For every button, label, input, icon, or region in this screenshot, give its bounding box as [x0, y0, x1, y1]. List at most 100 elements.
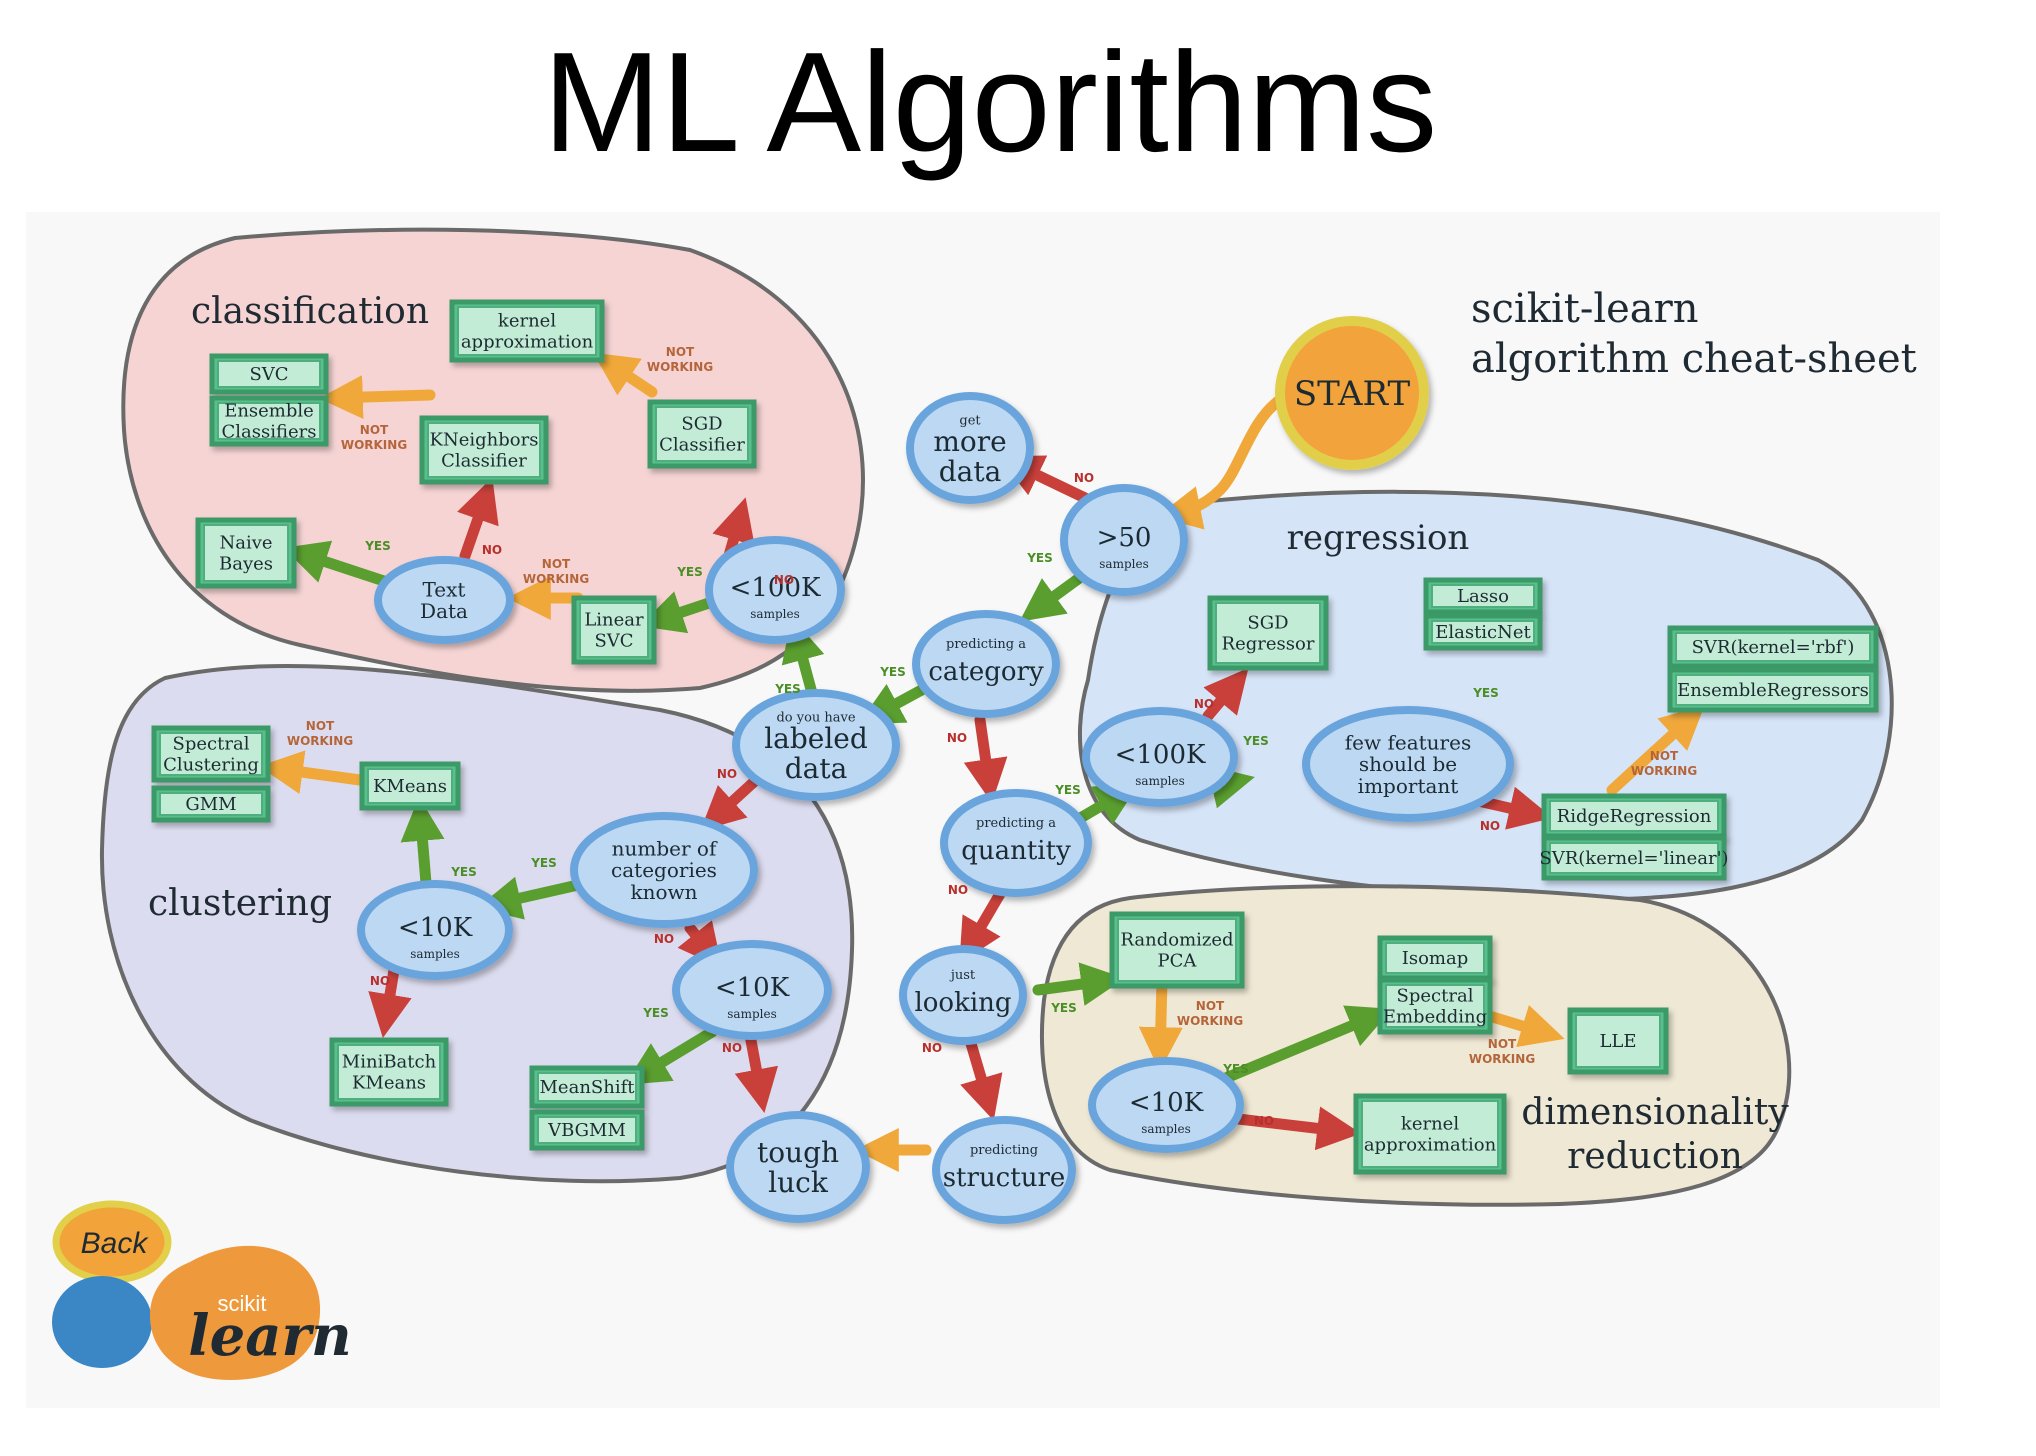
decision-sub-text: samples	[1135, 774, 1184, 788]
decision-sub-text: samples	[1141, 1122, 1190, 1136]
decision-ellipse	[672, 940, 832, 1040]
estimator-lasso[interactable]: Lasso	[1423, 577, 1543, 615]
back-button[interactable]: Back	[52, 1200, 172, 1284]
logo-learn-text: learn	[188, 1303, 351, 1369]
estimator-gmm[interactable]: GMM	[151, 785, 271, 823]
estimator-label: ElasticNet	[1435, 622, 1531, 643]
logo-scikit-text: scikit	[218, 1291, 267, 1316]
estimator-isomap[interactable]: Isomap	[1377, 935, 1493, 981]
estimator-meanshift[interactable]: MeanShift	[529, 1065, 645, 1109]
back-label: Back	[81, 1227, 150, 1260]
estimator-label: SVC	[594, 631, 633, 652]
arrow-yes-21	[400, 796, 445, 889]
estimator-label: Spectral	[1397, 986, 1474, 1007]
arrow-no-23	[368, 964, 412, 1039]
estimator-label: LLE	[1599, 1031, 1636, 1052]
estimator-ridge-regression[interactable]: RidgeRegression	[1541, 793, 1727, 839]
estimator-inner	[1675, 632, 1871, 662]
arrow-not-working-34	[1480, 1005, 1565, 1048]
decision-reg-100k[interactable]: <100K samples	[1082, 707, 1238, 807]
decision-main-text: <100K	[1115, 740, 1206, 770]
decision-main-text: looking	[914, 988, 1011, 1018]
estimator-ensemble-regressors[interactable]: EnsembleRegressors	[1667, 667, 1879, 713]
estimator-lle[interactable]: LLE	[1567, 1007, 1669, 1075]
estimator-inner	[1361, 1100, 1499, 1168]
decision-main-text: category	[928, 657, 1044, 687]
estimator-label: KMeans	[373, 776, 447, 797]
decision-ellipse	[374, 556, 514, 644]
estimator-inner	[1385, 942, 1485, 974]
decision-text-line: few features	[1345, 731, 1471, 755]
estimator-label: SVR(kernel='linear')	[1539, 848, 1728, 869]
estimator-svr-linear[interactable]: SVR(kernel='linear')	[1539, 835, 1729, 881]
regression-label: regression	[1287, 518, 1470, 558]
edge-label-not: NOT	[306, 719, 335, 733]
edge-label-yes-9: YES	[774, 682, 801, 696]
arrow-no-5	[963, 714, 1008, 804]
edge-label-working: WORKING	[287, 734, 353, 748]
estimator-label: Spectral	[173, 734, 250, 755]
edge-label-yes-27: YES	[1472, 686, 1499, 700]
estimator-label: kernel	[498, 311, 556, 332]
estimator-label: SVR(kernel='rbf')	[1692, 637, 1855, 658]
estimator-inner	[159, 792, 263, 816]
edge-label-not: NOT	[360, 423, 389, 437]
decision-sub-text: samples	[1099, 557, 1148, 571]
edge-label-no-26: NO	[1194, 697, 1214, 711]
decision-dim-10k[interactable]: <10K samples	[1088, 1057, 1244, 1153]
edge-label-no-13: NO	[482, 543, 502, 557]
decision-text-line: Data	[420, 599, 468, 623]
estimator-label: Lasso	[1457, 586, 1509, 607]
estimator-nodes: SVCEnsembleClassifierskernelapproximatio…	[151, 299, 1879, 1175]
decision-main-text: <10K	[1129, 1088, 1204, 1118]
estimator-inner	[579, 602, 649, 658]
arrow-not-working-31	[1606, 705, 1705, 796]
start-node[interactable]: START	[1275, 316, 1429, 470]
estimator-svr-rbf[interactable]: SVR(kernel='rbf')	[1667, 625, 1879, 669]
estimator-kmeans[interactable]: KMeans	[359, 761, 461, 811]
estimator-elasticnet[interactable]: ElasticNet	[1423, 613, 1543, 651]
decision-ellipse	[570, 812, 758, 928]
estimator-inner	[1215, 602, 1321, 664]
decision-text-line: important	[1358, 774, 1459, 798]
estimator-label: GMM	[185, 794, 236, 815]
slide-title: ML Algorithms	[542, 23, 1438, 182]
decision-text-line: tough	[757, 1136, 839, 1169]
decision-text-line: more	[933, 425, 1006, 458]
classification-label: classification	[191, 291, 429, 332]
estimator-svc[interactable]: SVC	[209, 353, 329, 395]
edge-label-no-4: NO	[947, 731, 967, 745]
decision-ellipse	[932, 1116, 1076, 1224]
decision-ellipse	[1060, 484, 1188, 596]
edge-label-working: WORKING	[1631, 764, 1697, 778]
estimator-vbgmm[interactable]: VBGMM	[529, 1109, 645, 1151]
